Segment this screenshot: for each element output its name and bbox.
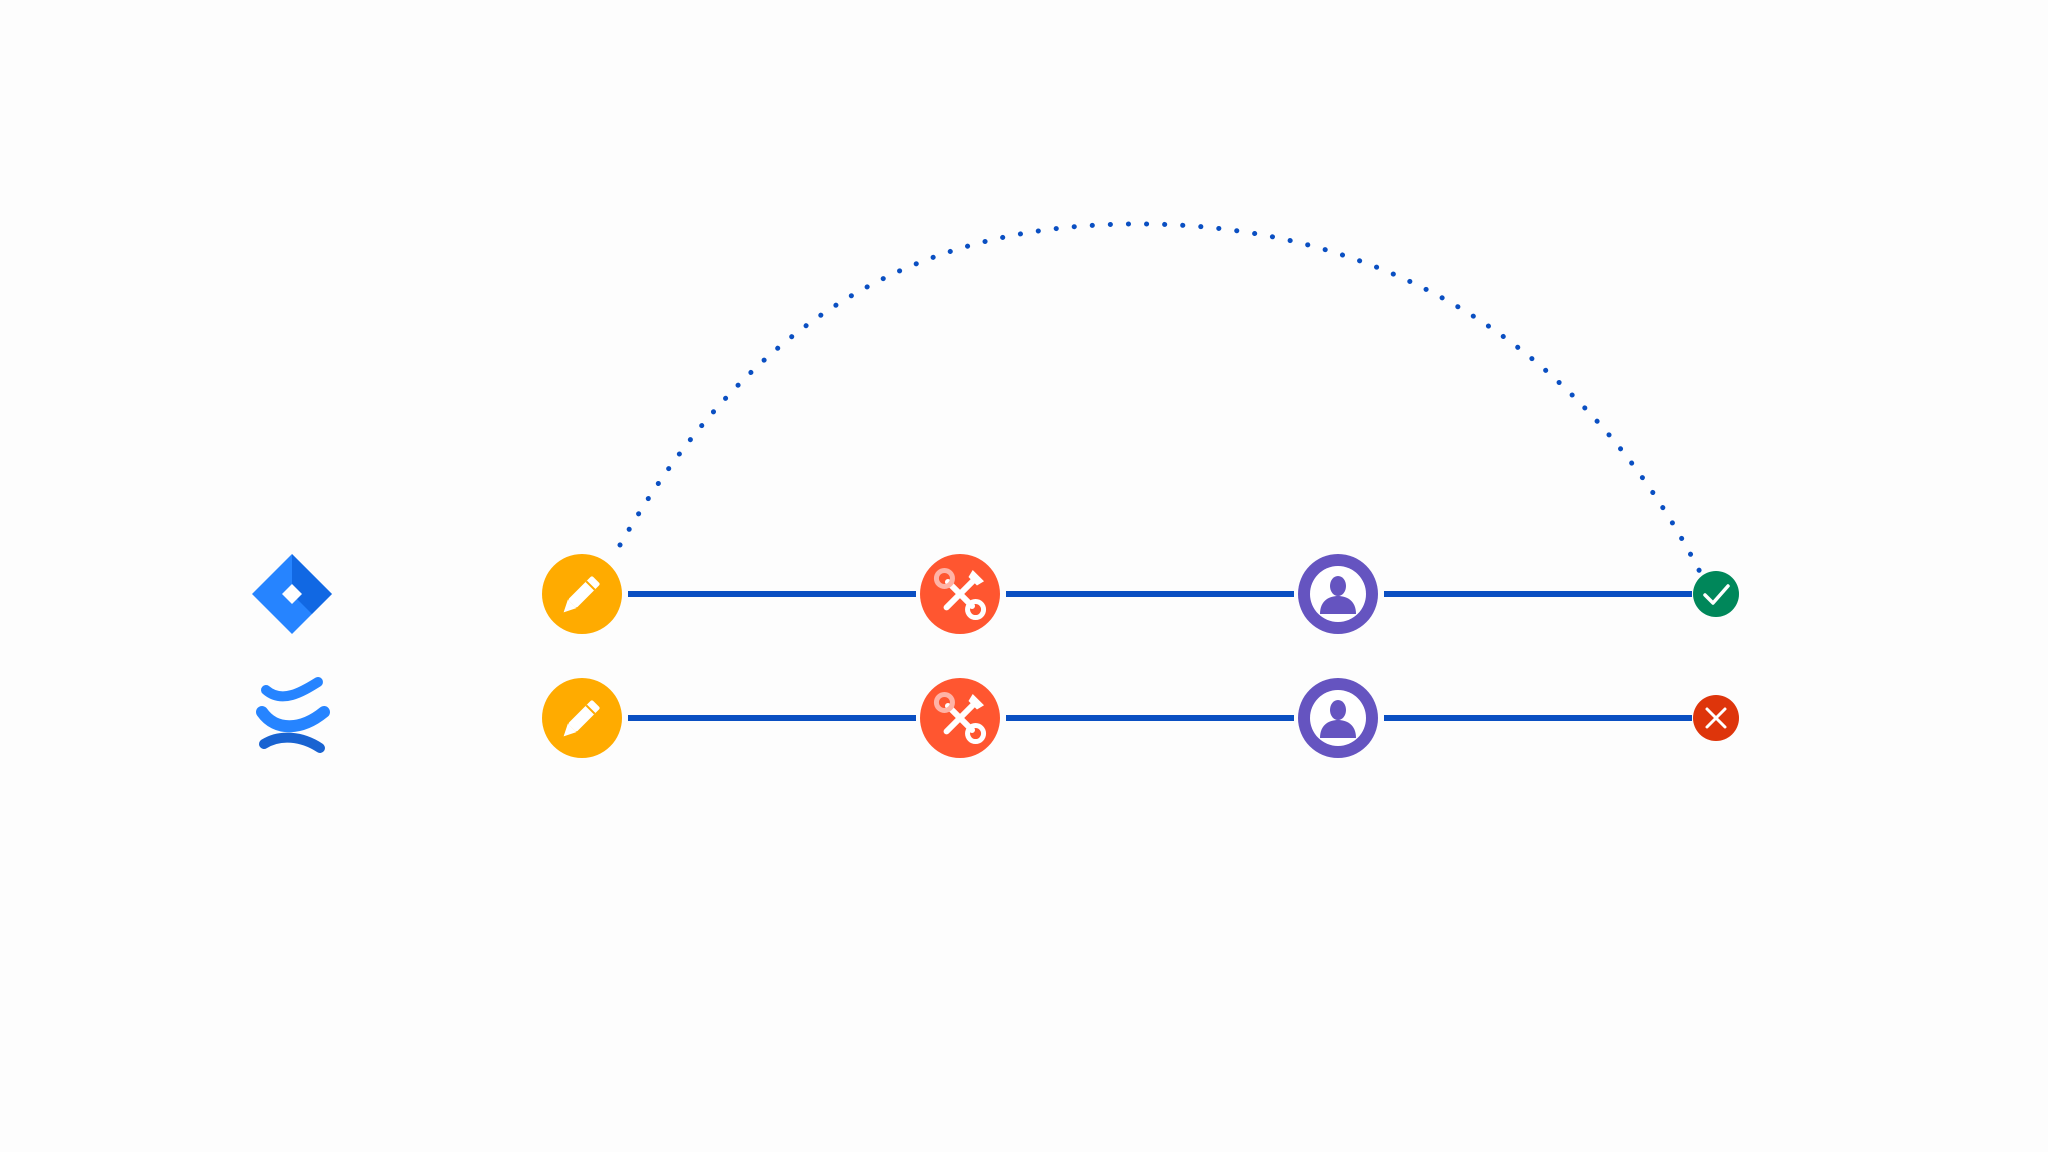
pencil-icon bbox=[542, 554, 622, 634]
jira-logo-icon bbox=[252, 554, 332, 634]
workflow-row-1 bbox=[252, 554, 1739, 634]
wrench-screwdriver-icon bbox=[920, 678, 1000, 758]
user-avatar-icon bbox=[1298, 554, 1378, 634]
workflow-row-2 bbox=[256, 677, 1739, 758]
pencil-icon bbox=[542, 678, 622, 758]
cross-icon bbox=[1693, 695, 1739, 741]
confluence-logo-icon bbox=[256, 677, 330, 753]
user-avatar-icon bbox=[1298, 678, 1378, 758]
checkmark-icon bbox=[1693, 571, 1739, 617]
dotted-arc bbox=[617, 221, 1703, 575]
wrench-screwdriver-icon bbox=[920, 554, 1000, 634]
